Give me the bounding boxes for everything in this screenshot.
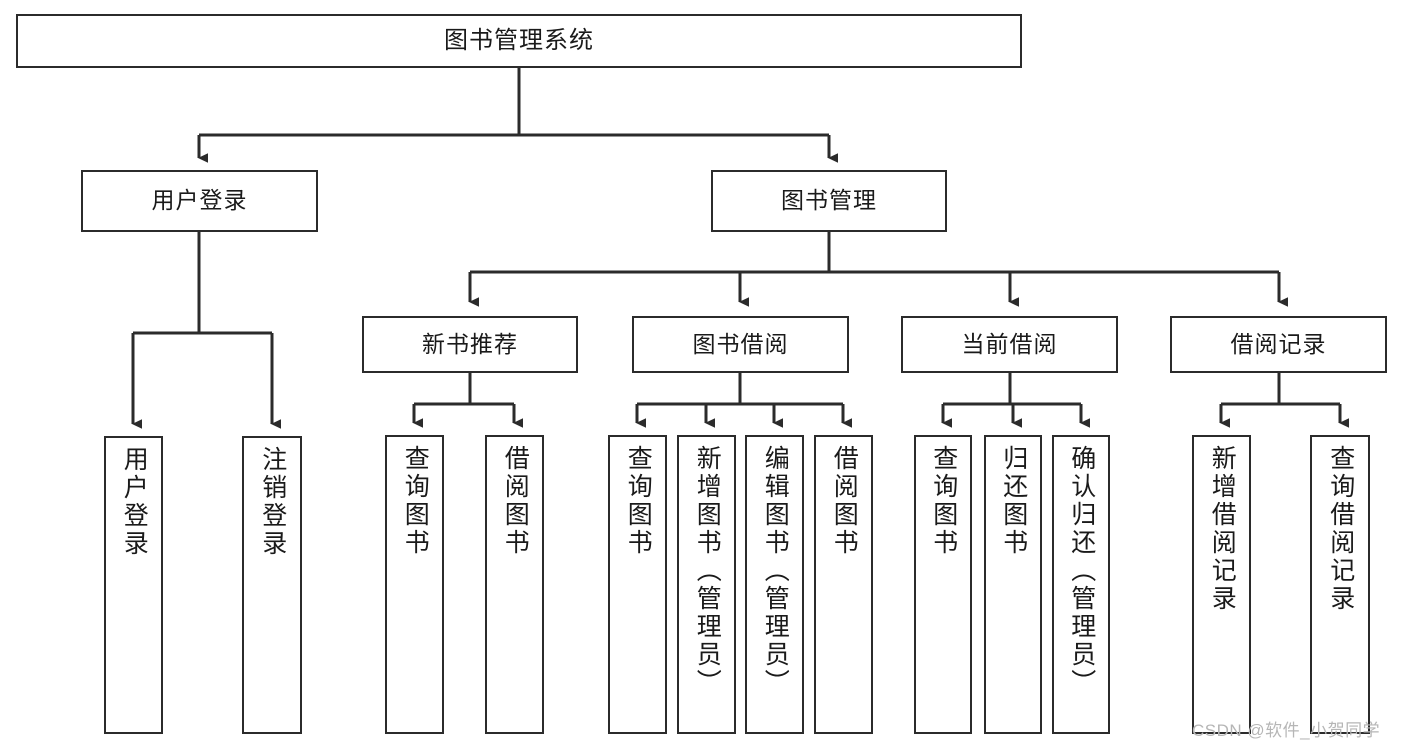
node-book-management[interactable]: 图书管理 xyxy=(711,170,947,232)
node-label: 新书推荐 xyxy=(422,330,518,357)
node-label: 新增借阅记录 xyxy=(1208,445,1237,613)
node-label: 用户登录 xyxy=(120,446,149,558)
node-label: 查询图书 xyxy=(401,445,430,557)
leaf-query-book-current[interactable]: 查询图书 xyxy=(914,435,972,734)
leaf-borrow-book-borrow[interactable]: 借阅图书 xyxy=(814,435,873,734)
leaf-query-book-borrow[interactable]: 查询图书 xyxy=(608,435,667,734)
leaf-user-login[interactable]: 用户登录 xyxy=(104,436,163,734)
node-current-borrow[interactable]: 当前借阅 xyxy=(901,316,1118,373)
leaf-return-book[interactable]: 归还图书 xyxy=(984,435,1042,734)
leaf-query-borrow-record[interactable]: 查询借阅记录 xyxy=(1310,435,1370,734)
node-label: 查询图书 xyxy=(929,445,958,557)
node-label: 编辑图书（管理员） xyxy=(761,445,790,697)
node-user-login[interactable]: 用户登录 xyxy=(81,170,318,232)
leaf-confirm-return-admin[interactable]: 确认归还（管理员） xyxy=(1052,435,1110,734)
node-label: 新增图书（管理员） xyxy=(693,445,722,697)
leaf-add-book-admin[interactable]: 新增图书（管理员） xyxy=(677,435,736,734)
node-new-book-recommend[interactable]: 新书推荐 xyxy=(362,316,578,373)
leaf-query-book-recommend[interactable]: 查询图书 xyxy=(385,435,444,734)
node-label: 当前借阅 xyxy=(961,330,1058,357)
node-label: 借阅图书 xyxy=(830,445,859,557)
node-label: 借阅图书 xyxy=(501,445,530,557)
node-label: 图书管理 xyxy=(781,187,877,214)
node-root-book-management-system[interactable]: 图书管理系统 xyxy=(16,14,1022,68)
node-label: 查询借阅记录 xyxy=(1326,445,1355,613)
node-borrow-record[interactable]: 借阅记录 xyxy=(1170,316,1387,373)
node-label: 图书管理系统 xyxy=(444,26,594,54)
node-label: 确认归还（管理员） xyxy=(1067,445,1096,697)
node-label: 图书借阅 xyxy=(692,330,789,357)
leaf-borrow-book-recommend[interactable]: 借阅图书 xyxy=(485,435,544,734)
leaf-logout-login[interactable]: 注销登录 xyxy=(242,436,302,734)
node-label: 注销登录 xyxy=(258,446,287,558)
leaf-edit-book-admin[interactable]: 编辑图书（管理员） xyxy=(745,435,804,734)
node-label: 借阅记录 xyxy=(1230,330,1327,357)
node-label: 查询图书 xyxy=(624,445,653,557)
leaf-add-borrow-record[interactable]: 新增借阅记录 xyxy=(1192,435,1251,734)
node-label: 归还图书 xyxy=(999,445,1028,557)
node-label: 用户登录 xyxy=(151,187,248,214)
node-book-borrow[interactable]: 图书借阅 xyxy=(632,316,849,373)
